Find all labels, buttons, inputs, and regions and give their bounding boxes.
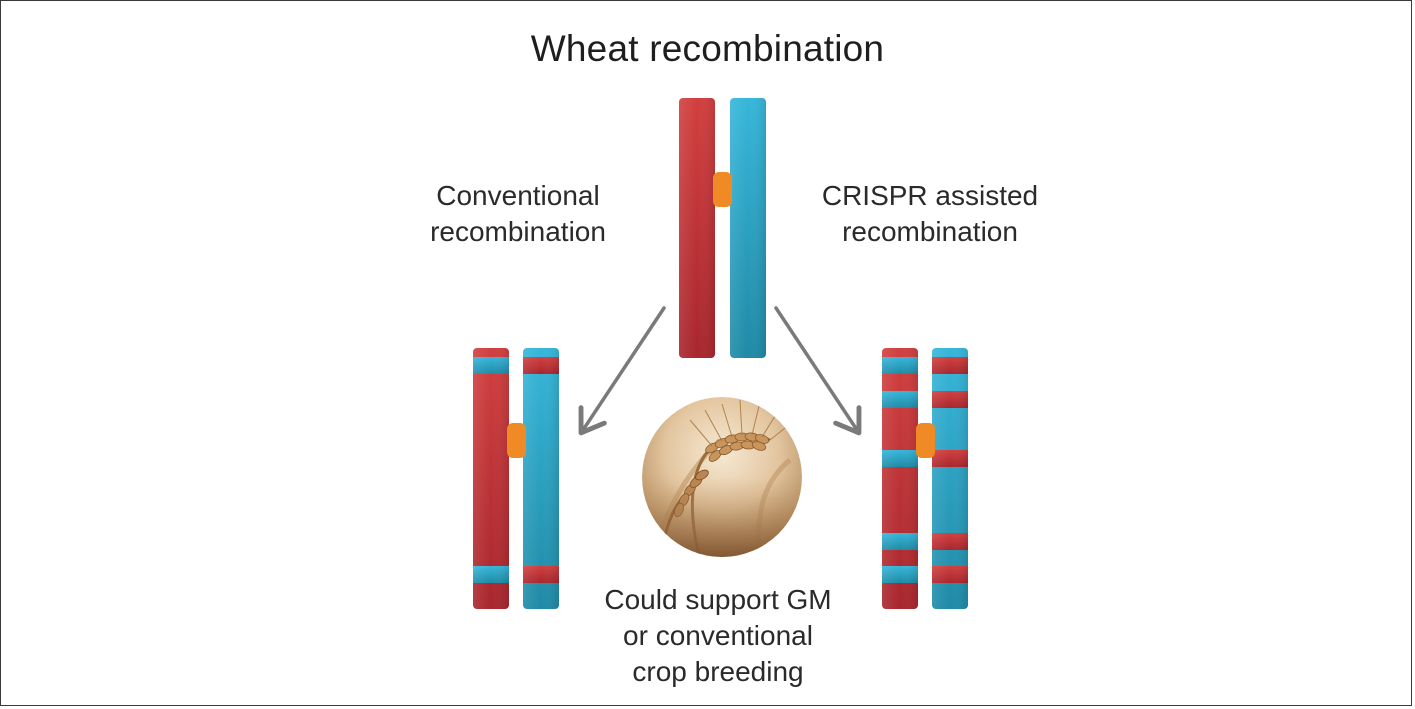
wheat-photo-icon <box>642 397 802 557</box>
conventional-recombination-label: Conventional recombination <box>398 178 638 250</box>
conventional-red-chromosome <box>473 348 509 609</box>
crispr-recombination-label: CRISPR assisted recombination <box>800 178 1060 250</box>
crispr-red-chromosome <box>882 348 918 609</box>
conventional-label-line-2: recombination <box>430 216 606 247</box>
conventional-label-line-1: Conventional <box>436 180 600 211</box>
crispr-blue-chromosome <box>932 348 968 609</box>
crispr-label-line-1: CRISPR assisted <box>821 180 1039 211</box>
arrow-to-crispr <box>774 306 862 436</box>
outcome-label-line-1: Could support GM <box>604 584 832 615</box>
parent-chromosome-pair <box>679 98 766 358</box>
outcome-label: Could support GM or conventional crop br… <box>568 582 868 690</box>
crispr-centromere <box>916 423 935 458</box>
conventional-blue-chromosome <box>523 348 559 609</box>
diagram-title: Wheat recombination <box>530 28 885 69</box>
conventional-centromere <box>507 423 526 458</box>
crispr-label-line-2: recombination <box>842 216 1018 247</box>
parent-centromere <box>713 172 732 207</box>
conventional-chromosome-pair <box>473 348 559 609</box>
outcome-label-line-2: or conventional <box>623 620 813 651</box>
crispr-chromosome-pair <box>882 348 968 609</box>
arrow-to-conventional <box>578 306 666 436</box>
outcome-label-line-3: crop breeding <box>632 656 804 687</box>
